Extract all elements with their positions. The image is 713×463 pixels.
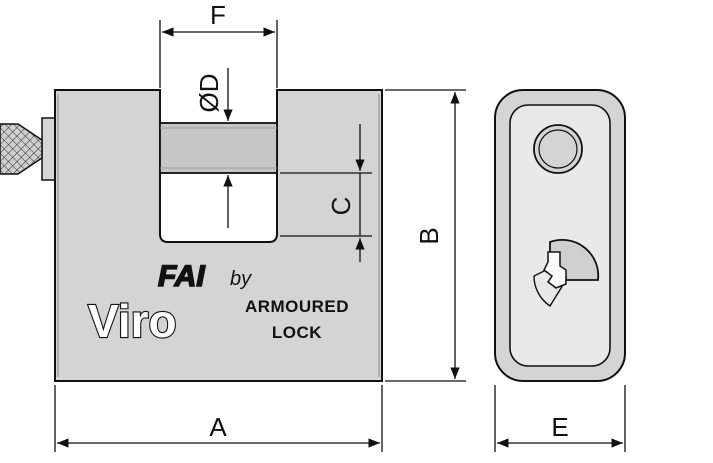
branding: FAI by Viro ARMOURED LOCK <box>87 259 349 348</box>
maker-logo: FAI <box>158 260 205 293</box>
dim-label-c: C <box>326 197 356 216</box>
knurled-knob <box>0 117 57 181</box>
shackle-hole <box>533 124 583 174</box>
dim-label-a: A <box>209 412 227 442</box>
dim-label-d: ØD <box>194 74 224 113</box>
dimension-labels: F A E B C ØD <box>194 0 569 442</box>
side-inner-plate <box>509 104 611 367</box>
dimension-lines <box>54 20 626 452</box>
front-view: FAI by Viro ARMOURED LOCK <box>0 89 383 382</box>
dim-label-b: B <box>414 227 444 244</box>
keyhole-cylinder <box>533 239 600 307</box>
lock-text: LOCK <box>272 323 322 342</box>
lock-body <box>54 89 383 382</box>
by-text: by <box>230 268 252 290</box>
dim-label-f: F <box>210 0 226 30</box>
armoured-text: ARMOURED <box>245 297 349 316</box>
dim-label-e: E <box>551 412 568 442</box>
model-name: Viro <box>88 295 177 347</box>
side-view <box>494 89 626 382</box>
shackle-bar <box>159 122 278 174</box>
